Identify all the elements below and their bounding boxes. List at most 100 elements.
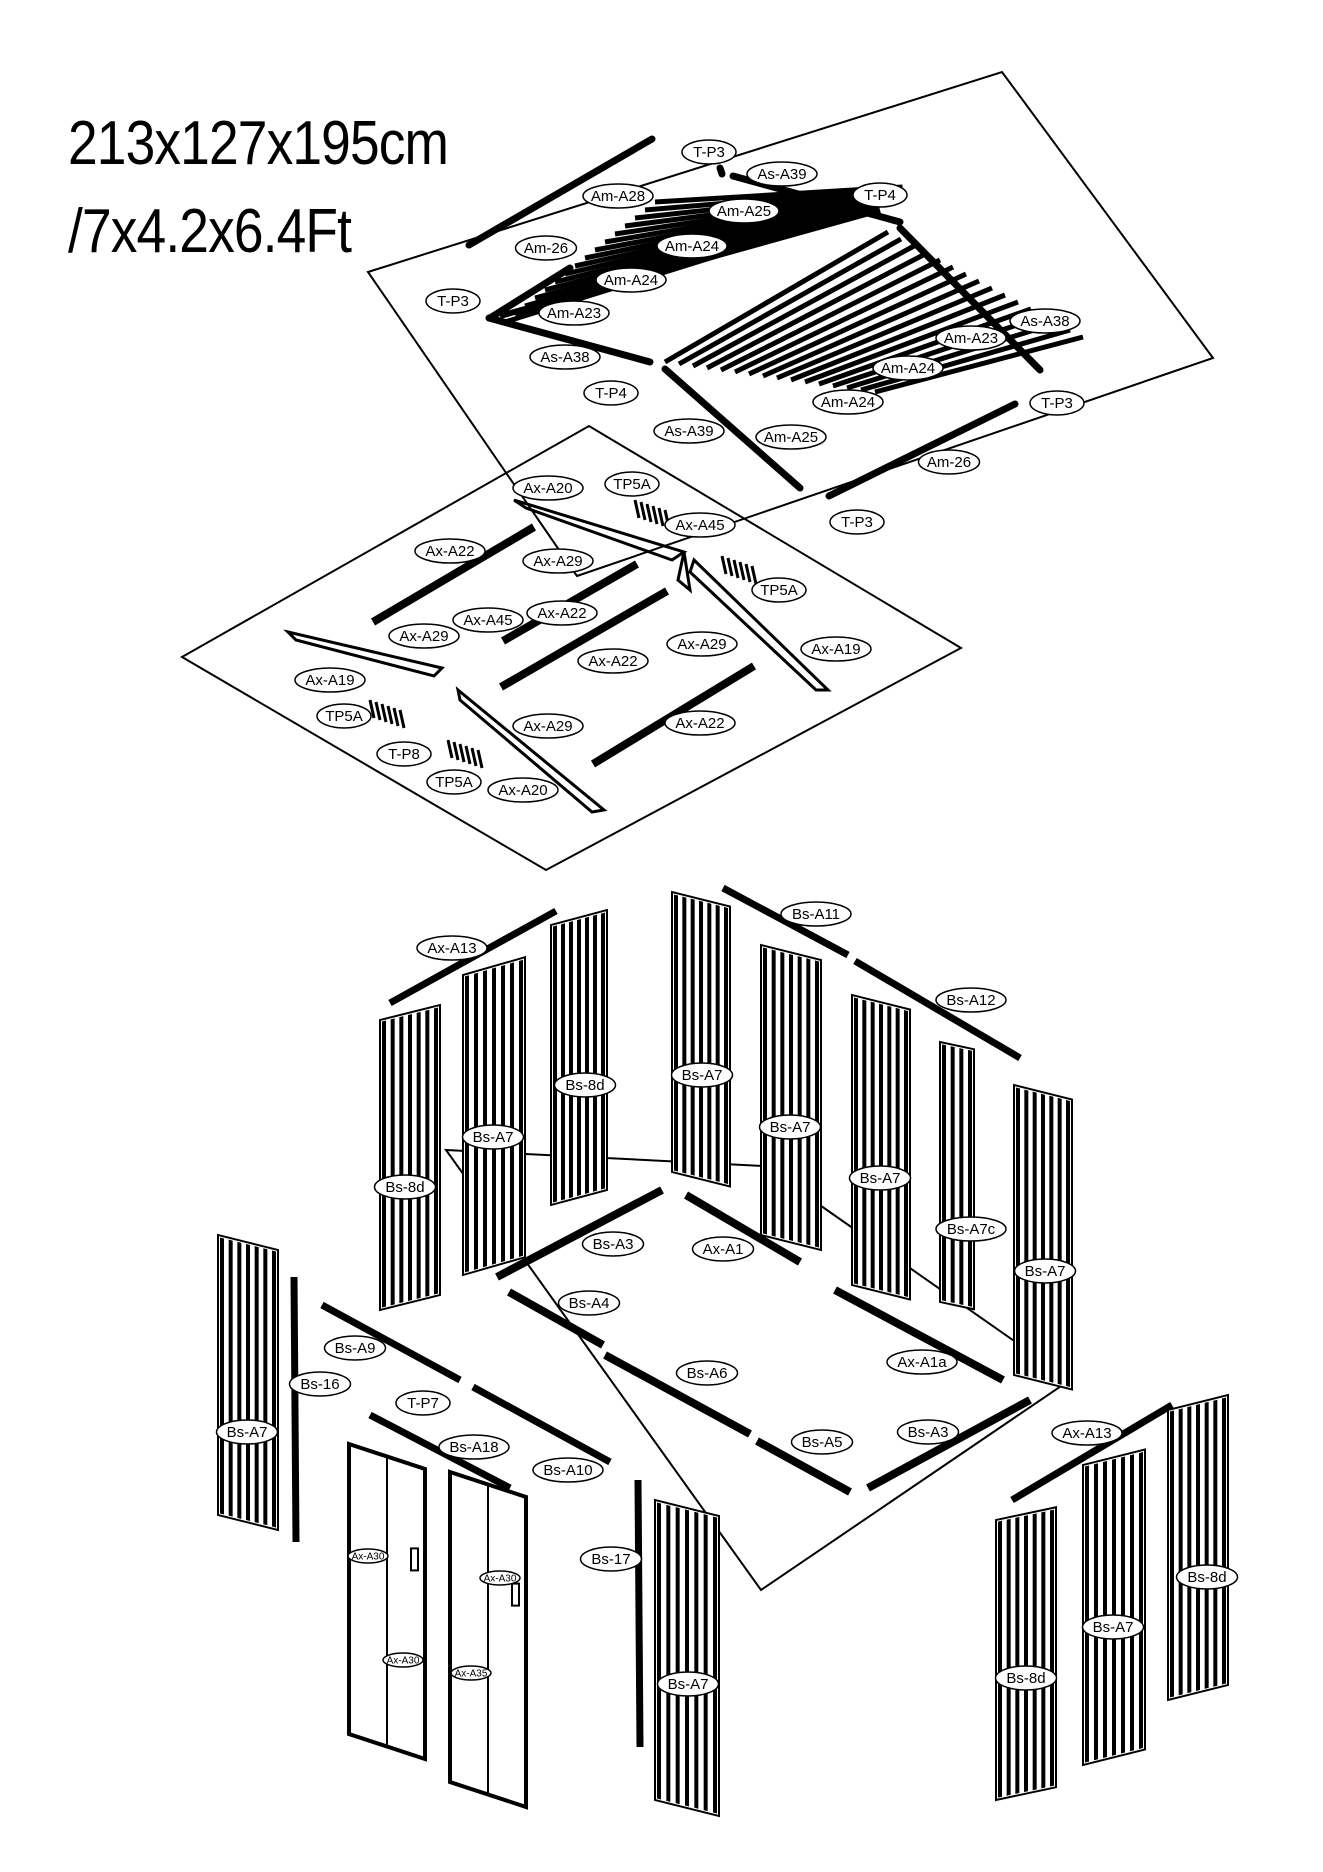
- part-label-ax-a45: Ax-A45: [664, 512, 736, 538]
- part-label-text: Bs-8d: [1187, 1569, 1226, 1586]
- part-label-bubble: [1051, 1420, 1123, 1446]
- part-label-bubble: [691, 1236, 755, 1262]
- part-label-bs-a9: Bs-A9: [323, 1335, 387, 1361]
- trim-bs-a10: [471, 1383, 612, 1466]
- part-label-bubble: [294, 667, 366, 693]
- trim-bs-a9: [320, 1301, 462, 1384]
- part-label-bubble: [1009, 308, 1081, 334]
- part-label-text: Am-A23: [944, 330, 998, 347]
- vent-slat: [639, 501, 647, 521]
- vent-slat: [398, 709, 406, 729]
- floor-frame-group: [495, 1186, 1032, 1496]
- part-label-bs-a4: Bs-A4: [557, 1290, 621, 1316]
- part-label-bs-8d: Bs-8d: [1175, 1564, 1239, 1590]
- part-label-bs-16: Bs-16: [288, 1371, 352, 1397]
- part-label-bubble: [656, 233, 728, 259]
- part-label-bs-a7c: Bs-A7c: [935, 1216, 1007, 1242]
- part-label-text: Am-A28: [591, 188, 645, 205]
- vent-slat: [464, 745, 472, 765]
- floor-rail: [507, 1288, 605, 1349]
- part-label-bs-a18: Bs-A18: [438, 1434, 510, 1460]
- part-label-bubble: [582, 183, 654, 209]
- part-label-text: Bs-A11: [792, 906, 840, 923]
- wall-panel-bs-a7: [654, 1498, 720, 1818]
- part-label-text: T-P4: [864, 187, 896, 204]
- roof-rail: [486, 264, 574, 322]
- roof-rib: [663, 229, 890, 365]
- part-label-bs-8d: Bs-8d: [994, 1665, 1058, 1691]
- part-label-ax-a22: Ax-A22: [526, 600, 598, 626]
- part-label-text: T-P3: [841, 514, 873, 531]
- part-label-text: Ax-A45: [463, 612, 512, 629]
- part-label-bubble: [526, 600, 598, 626]
- part-label-bubble: [664, 512, 736, 538]
- part-label-bubble: [487, 777, 559, 803]
- door-handle: [511, 1582, 520, 1607]
- wall-panel-bs-a7: [462, 955, 526, 1277]
- part-label-bs-a7: Bs-A7: [1081, 1614, 1145, 1640]
- part-label-bubble: [553, 1072, 617, 1098]
- floor-rail: [755, 1437, 852, 1496]
- floor-rail: [603, 1351, 752, 1438]
- part-label-text: Bs-A6: [687, 1365, 728, 1382]
- part-label-text: As-A39: [664, 423, 713, 440]
- roof-rail: [716, 164, 726, 178]
- wall-sheet: [939, 1040, 975, 1311]
- part-label-bubble: [935, 325, 1007, 351]
- part-label-bubble: [994, 1665, 1058, 1691]
- part-label-bs-8d: Bs-8d: [373, 1174, 437, 1200]
- part-label-ax-a1: Ax-A1: [691, 1236, 755, 1262]
- part-label-bubble: [426, 769, 482, 795]
- part-label-bubble: [935, 987, 1007, 1013]
- part-label-text: As-A38: [540, 349, 589, 366]
- gable-truss-lower: [455, 686, 608, 814]
- vent-slat: [744, 563, 752, 583]
- part-label-bubble: [708, 198, 780, 224]
- part-label-bs-a10: Bs-A10: [532, 1457, 604, 1483]
- wall-panel-group: [217, 884, 1229, 1818]
- vent-slat: [374, 701, 382, 721]
- part-label-as-a38: As-A38: [529, 344, 601, 370]
- part-label-text: Ax-A30: [352, 1552, 385, 1563]
- part-label-text: Ax-A20: [523, 480, 572, 497]
- part-label-bs-a7: Bs-A7: [758, 1114, 822, 1140]
- part-label-text: Am-A24: [821, 394, 875, 411]
- part-label-ax-a19: Ax-A19: [800, 636, 872, 662]
- part-label-bs-a12: Bs-A12: [935, 987, 1007, 1013]
- roof-rail: [661, 365, 804, 492]
- part-label-text: T-P3: [437, 293, 469, 310]
- part-label-bubble: [664, 710, 736, 736]
- part-label-ax-a22: Ax-A22: [577, 648, 649, 674]
- part-label-bubble: [388, 623, 460, 649]
- part-label-am-a25: Am-A25: [755, 424, 827, 450]
- trim-ax-a13: [1010, 1401, 1174, 1504]
- part-label-bubble: [872, 355, 944, 381]
- part-label-t-p3: T-P3: [425, 288, 481, 314]
- part-label-t-p4: T-P4: [583, 380, 639, 406]
- part-label-text: Bs-16: [300, 1376, 339, 1393]
- part-label-bubble: [529, 344, 601, 370]
- part-label-am-a23: Am-A23: [935, 325, 1007, 351]
- vent-slat: [732, 559, 740, 579]
- part-label-bubble: [288, 1371, 352, 1397]
- vent-slat: [738, 561, 746, 581]
- part-label-text: Bs-A7: [473, 1129, 514, 1146]
- corner-post-bs-17: [634, 1479, 644, 1748]
- part-label-text: TP5A: [760, 582, 798, 599]
- roof-rib: [846, 320, 1058, 391]
- part-label-bubble: [829, 509, 885, 535]
- vent-grille: [633, 499, 671, 529]
- part-label-text: Ax-A1: [703, 1241, 744, 1258]
- wall-panel-bs-a7: [851, 993, 911, 1301]
- part-label-bubble: [656, 1671, 720, 1697]
- roof-rib: [832, 313, 1045, 389]
- part-label-ax-a1a: Ax-A1a: [886, 1349, 958, 1375]
- vent-slat: [657, 507, 665, 527]
- gable-truss-top-end: [676, 551, 693, 594]
- part-label-bubble: [514, 235, 578, 261]
- floor-rail: [833, 1286, 1005, 1384]
- part-label-am-a23: Am-A23: [538, 300, 610, 326]
